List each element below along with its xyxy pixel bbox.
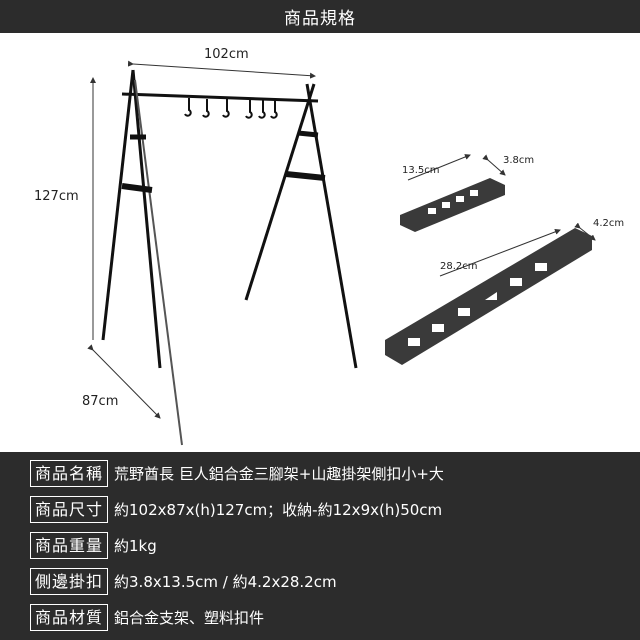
spec-label: 商品重量: [30, 531, 109, 559]
large-clip-length-label: 28.2cm: [440, 261, 478, 272]
dimension-arrows: [87, 60, 596, 419]
spec-value: 約3.8x13.5cm / 約4.2x28.2cm: [114, 572, 337, 591]
tripod-rack-illustration: [87, 60, 596, 446]
spec-row-weight: 商品重量 約1kg: [30, 531, 157, 559]
spec-row-clips: 側邊掛扣 約3.8x13.5cm / 約4.2x28.2cm: [30, 567, 337, 595]
depth-dimension-label: 87cm: [82, 394, 119, 409]
spec-value: 鋁合金支架、塑料扣件: [114, 608, 265, 627]
product-diagram: 102cm 127cm 87cm 13.5cm 3.8cm 28.2cm 4.2…: [0, 33, 640, 452]
small-clip-width-label: 3.8cm: [503, 155, 535, 166]
large-clip-width-label: 4.2cm: [593, 218, 625, 229]
small-side-clip: [400, 178, 505, 232]
spec-value: 約102x87x(h)127cm；收納-約12x9x(h)50cm: [114, 500, 443, 519]
s-hooks: [184, 98, 278, 119]
small-clip-length-label: 13.5cm: [402, 165, 440, 176]
spec-row-size: 商品尺寸 約102x87x(h)127cm；收納-約12x9x(h)50cm: [30, 495, 442, 523]
spec-row-name: 商品名稱 荒野酋長 巨人鋁合金三腳架+山趣掛架側扣小+大: [30, 459, 444, 487]
spec-row-material: 商品材質 鋁合金支架、塑料扣件: [30, 603, 264, 631]
large-side-clip: [385, 228, 592, 365]
spec-label: 商品尺寸: [30, 495, 109, 523]
width-dimension-label: 102cm: [204, 47, 249, 62]
rack-frame: [101, 69, 358, 446]
spec-value: 約1kg: [114, 536, 157, 555]
spec-label: 商品名稱: [30, 459, 109, 487]
spec-label: 側邊掛扣: [30, 567, 109, 595]
spec-table: 商品名稱 荒野酋長 巨人鋁合金三腳架+山趣掛架側扣小+大 商品尺寸 約102x8…: [0, 452, 640, 640]
header-bar: 商品規格: [0, 0, 640, 33]
spec-value: 荒野酋長 巨人鋁合金三腳架+山趣掛架側扣小+大: [114, 464, 444, 483]
page-title: 商品規格: [284, 9, 356, 29]
height-dimension-label: 127cm: [34, 189, 79, 204]
spec-label: 商品材質: [30, 603, 109, 631]
